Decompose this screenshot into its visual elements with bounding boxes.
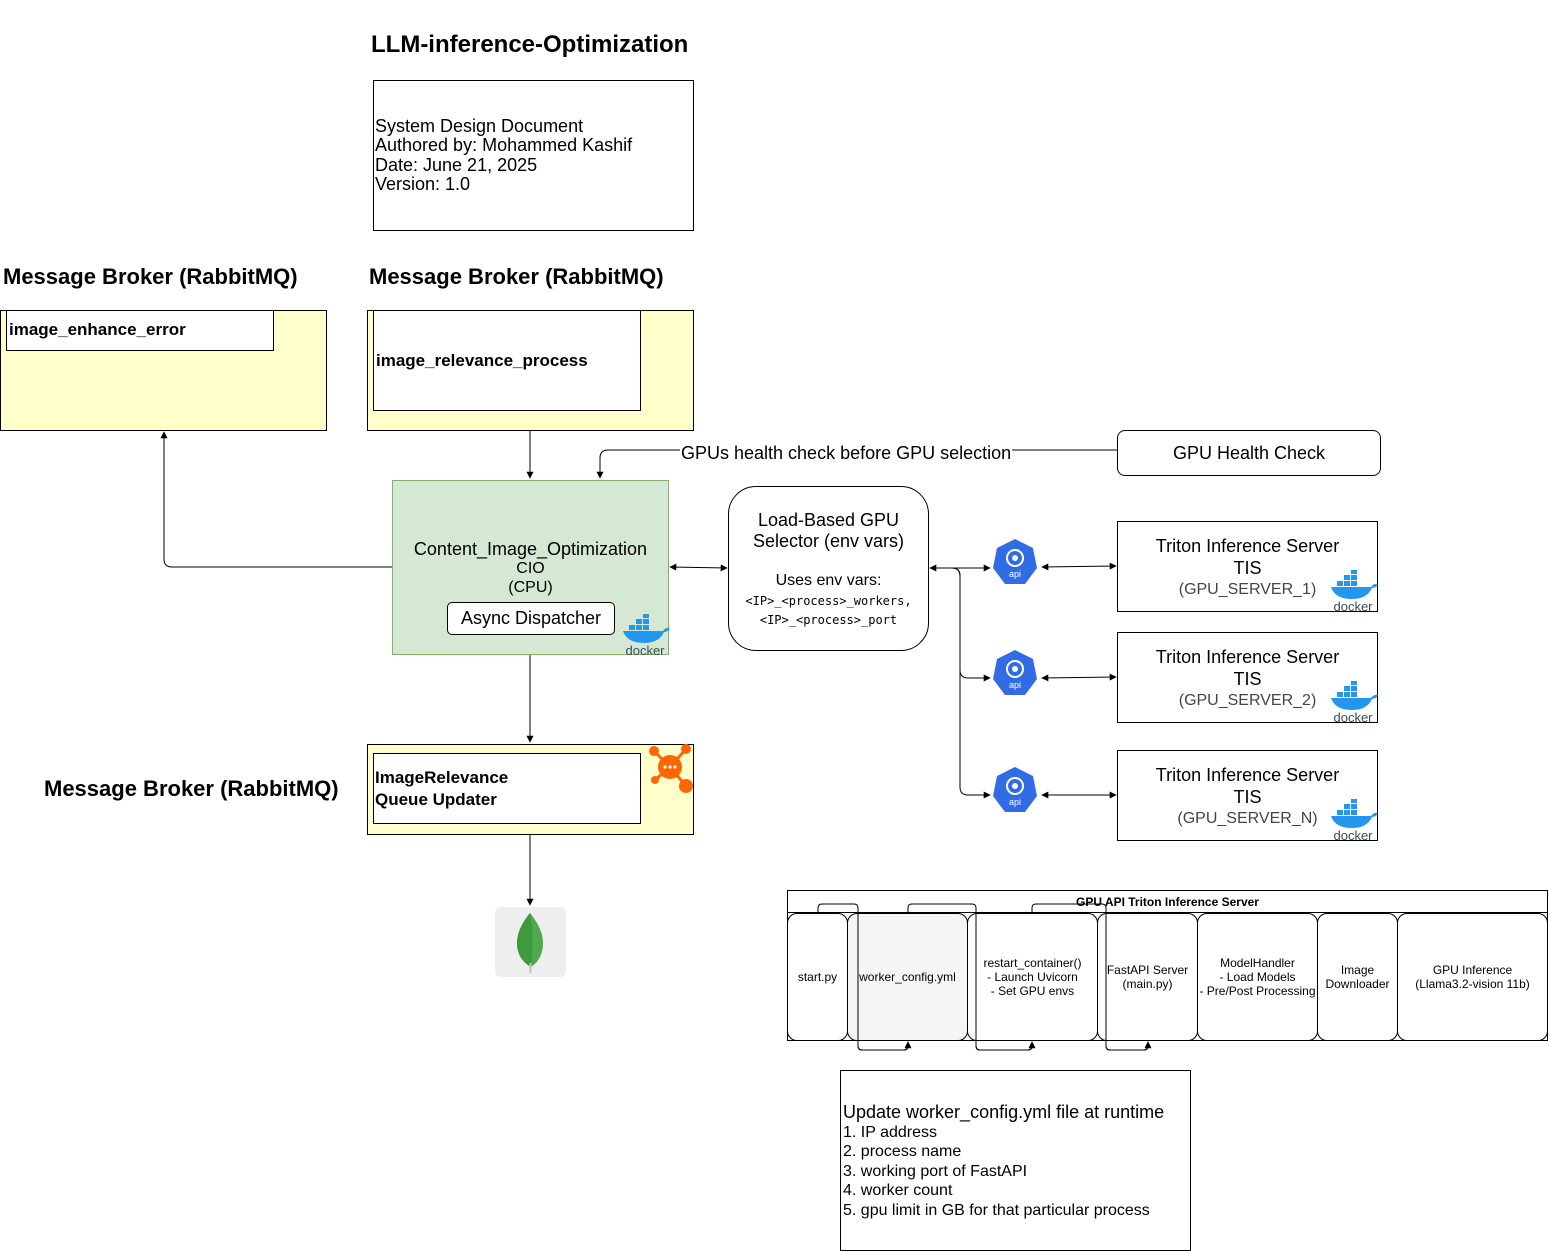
- cell-line: Downloader: [1325, 977, 1390, 991]
- cell-line: (main.py): [1122, 977, 1173, 991]
- triton-line3: (GPU_SERVER_2): [1178, 692, 1317, 709]
- queue-label-line2: Queue Updater: [375, 789, 497, 809]
- api-icon: api: [991, 766, 1039, 814]
- api-label: api: [1009, 797, 1021, 807]
- cell-line: - Set GPU envs: [990, 984, 1075, 998]
- triton-server-n: Triton Inference Server TIS (GPU_SERVER_…: [1117, 750, 1379, 843]
- gpu-health-check-box: GPU Health Check: [1117, 430, 1381, 476]
- runtime-config-note: Update worker_config.yml file at runtime…: [840, 1070, 1191, 1251]
- cell-line: (Llama3.2-vision 11b): [1415, 977, 1530, 991]
- queue-image-relevance-updater: ImageRelevance Queue Updater: [373, 753, 641, 824]
- triton-line2: TIS: [1233, 669, 1262, 689]
- rabbitmq-icon: [646, 744, 694, 794]
- triton-line3: (GPU_SERVER_1): [1178, 581, 1317, 598]
- cell-line: start.py: [797, 970, 838, 984]
- cell-line: - Load Models: [1219, 970, 1296, 984]
- gpu-health-check-label: GPU Health Check: [1172, 442, 1326, 463]
- cell-fastapi-server: FastAPI Server(main.py): [1097, 913, 1198, 1041]
- cell-line: GPU Inference: [1432, 963, 1513, 977]
- docker-icon: docker: [1327, 799, 1379, 843]
- triton-line2: TIS: [1233, 558, 1262, 578]
- note-heading: Update worker_config.yml file at runtime: [843, 1101, 1165, 1122]
- selector-var2: <IP>_<process>_port: [759, 613, 898, 627]
- health-edge-label: GPUs health check before GPU selection: [680, 443, 1013, 464]
- selector-var1: <IP>_<process>_workers,: [745, 594, 912, 608]
- broker-bottom-title: Message Broker (RabbitMQ): [44, 776, 339, 801]
- selector-line2: Selector (env vars): [752, 531, 905, 551]
- broker-mid-title: Message Broker (RabbitMQ): [369, 264, 664, 289]
- broker-left-title: Message Broker (RabbitMQ): [3, 264, 298, 289]
- triton-line1: Triton Inference Server: [1155, 647, 1340, 667]
- api-label: api: [1009, 680, 1021, 690]
- triton-server-2: Triton Inference Server TIS (GPU_SERVER_…: [1117, 632, 1379, 725]
- queue-label: image_relevance_process: [376, 350, 588, 370]
- queue-image-relevance-process: image_relevance_process: [373, 310, 641, 411]
- doc-info-line: Date: June 21, 2025: [375, 154, 538, 175]
- cell-line: - Pre/Post Processing: [1199, 984, 1316, 998]
- document-title: LLM-inference-Optimization: [371, 31, 689, 58]
- cell-worker-config: worker_config.yml: [847, 913, 968, 1041]
- docker-label: docker: [1333, 599, 1373, 612]
- doc-info-line: System Design Document: [375, 115, 584, 136]
- cell-line: FastAPI Server: [1106, 963, 1189, 977]
- edge-api2-triton2: [1041, 673, 1117, 682]
- note-line: 3. working port of FastAPI: [843, 1162, 1028, 1180]
- docker-icon: docker: [1327, 570, 1379, 614]
- triton-line3: (GPU_SERVER_N): [1177, 810, 1318, 827]
- document-info-box: System Design Document Authored by: Moha…: [373, 80, 694, 231]
- docker-label: docker: [1333, 710, 1373, 723]
- selector-line1: Load-Based GPU: [757, 510, 900, 530]
- cio-line1: Content_Image_Optimization: [413, 539, 648, 559]
- edge-cio-selector: [669, 563, 728, 572]
- cell-gpu-inference: GPU Inference(Llama3.2-vision 11b): [1397, 913, 1548, 1041]
- async-dispatcher-box: Async Dispatcher: [447, 602, 615, 635]
- api-label: api: [1009, 569, 1021, 579]
- cio-line2: CIO: [516, 560, 545, 577]
- cell-restart-container: restart_container()- Launch Uvicorn- Set…: [967, 913, 1098, 1041]
- mongodb-icon: [495, 907, 566, 977]
- triton-line2: TIS: [1233, 787, 1262, 807]
- docker-label: docker: [625, 643, 665, 656]
- api-icon: api: [991, 538, 1039, 586]
- cell-line: - Launch Uvicorn: [987, 970, 1078, 984]
- note-line: 1. IP address: [843, 1123, 937, 1141]
- cell-start-py: start.py: [787, 913, 848, 1041]
- cell-line: ModelHandler: [1220, 956, 1295, 970]
- doc-info-line: Version: 1.0: [375, 174, 471, 194]
- api-icon: api: [991, 649, 1039, 697]
- gpu-api-title: GPU API Triton Inference Server: [1076, 895, 1259, 909]
- cio-line3: (CPU): [508, 579, 553, 596]
- triton-line1: Triton Inference Server: [1155, 536, 1340, 556]
- async-dispatcher-label: Async Dispatcher: [460, 608, 602, 628]
- cell-line: restart_container(): [983, 956, 1082, 970]
- queue-label-line1: ImageRelevance: [375, 767, 509, 787]
- cell-line: Image: [1340, 963, 1375, 977]
- triton-server-1: Triton Inference Server TIS (GPU_SERVER_…: [1117, 521, 1379, 614]
- note-line: 5. gpu limit in GB for that particular p…: [843, 1201, 1150, 1219]
- edge-selector-apiN: [930, 567, 991, 799]
- triton-line1: Triton Inference Server: [1155, 765, 1340, 785]
- cell-model-handler: ModelHandler- Load Models- Pre/Post Proc…: [1197, 913, 1318, 1041]
- cell-line: worker_config.yml: [859, 970, 956, 984]
- gpu-selector-box: Load-Based GPU Selector (env vars) Uses …: [728, 486, 929, 651]
- doc-info-line: Authored by: Mohammed Kashif: [375, 135, 633, 155]
- gpu-api-divider: [787, 912, 1548, 913]
- edge-cio-to-error-queue: [160, 431, 392, 568]
- note-line: 2. process name: [843, 1143, 962, 1161]
- note-line: 4. worker count: [843, 1182, 953, 1200]
- selector-uses: Uses env vars:: [775, 572, 882, 589]
- cio-service-box: Content_Image_Optimization CIO (CPU) Asy…: [392, 480, 669, 655]
- docker-icon: docker: [1327, 681, 1379, 725]
- docker-label: docker: [1333, 828, 1373, 841]
- edge-api1-triton1: [1041, 562, 1117, 571]
- docker-icon: docker: [619, 614, 671, 658]
- queue-image-enhance-error: image_enhance_error: [6, 310, 274, 351]
- edge-health-to-cio: [596, 449, 1117, 479]
